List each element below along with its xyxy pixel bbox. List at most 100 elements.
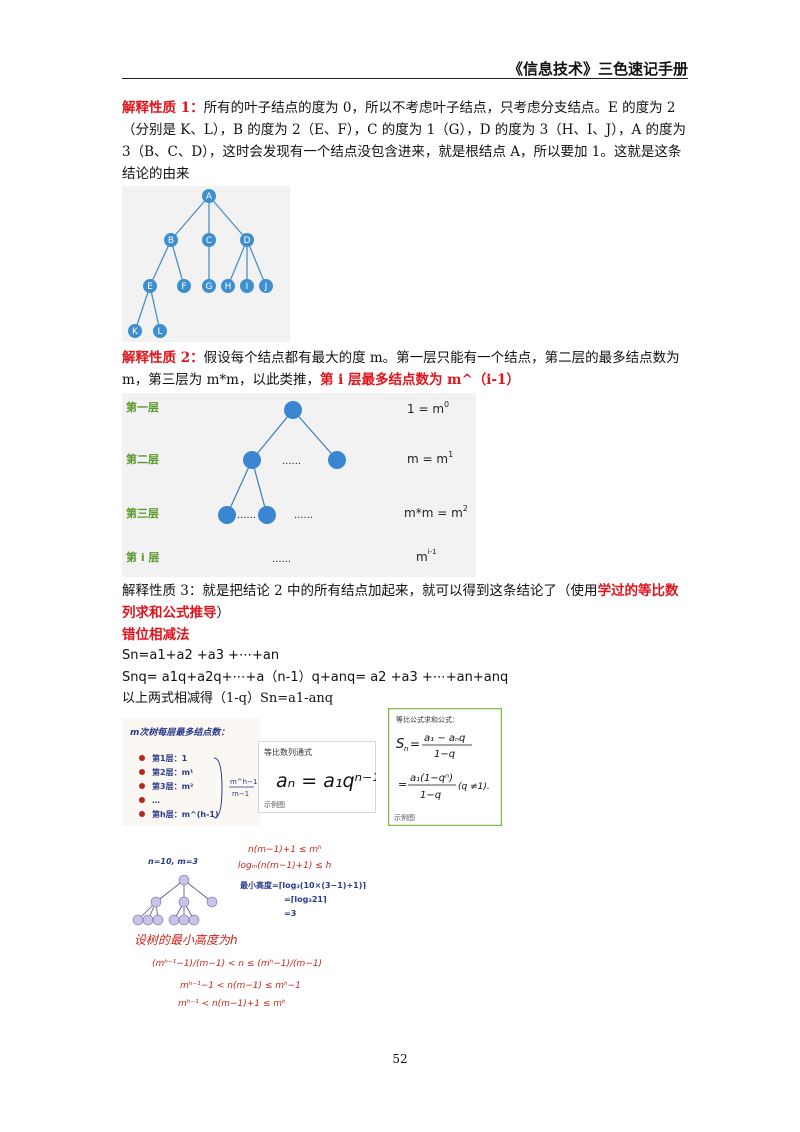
node-e bbox=[143, 279, 157, 293]
level-3-label: 第三层 bbox=[126, 506, 159, 520]
img-b-formula: aₙ = a₁qⁿ⁻¹ bbox=[276, 770, 376, 792]
property-3-text: 解释性质 3：就是把结论 2 中的所有结点加起来，就可以得到这条结论了（使用 bbox=[122, 583, 598, 599]
img-d-min-height: 最小高度=⌈log₃(10×(3−1)+1)⌉ bbox=[240, 880, 366, 890]
level-3-node-left bbox=[218, 506, 236, 524]
img-a-item-1: 第1层：1 bbox=[152, 753, 188, 763]
level-3-node-right bbox=[258, 506, 276, 524]
node-i-label: I bbox=[246, 282, 249, 292]
img-d-hw3: 设树的最小高度为h bbox=[134, 933, 238, 947]
node-f-label: F bbox=[181, 282, 186, 292]
level-2-dots: ...... bbox=[282, 456, 301, 467]
property-2-label: 解释性质 2： bbox=[122, 350, 204, 366]
image-sum-formula: 等比公式求和公式： S n = a₁ − aₙq 1−q = a₁(1−qⁿ) … bbox=[388, 708, 502, 826]
property-3-highlight: 学过的等比数列求和公式推导 bbox=[122, 583, 679, 621]
eq-1: 1 = m bbox=[407, 402, 444, 416]
node-c-label: C bbox=[206, 236, 212, 246]
node-e-label: E bbox=[147, 282, 153, 292]
img-c-caption: 示例图 bbox=[394, 813, 415, 822]
node-c bbox=[202, 233, 216, 247]
node-h-label: H bbox=[225, 282, 232, 292]
img-b-caption: 示例图 bbox=[264, 800, 285, 809]
level-i-dots: ...... bbox=[272, 554, 291, 565]
property-2-text: 假设每个结点都有最大的度 m。第一层只能有一个结点，第二层的最多结点数为 m，第… bbox=[122, 350, 680, 388]
img-a-frac-num: m^h−1 bbox=[230, 778, 257, 786]
eq-3: m*m = m bbox=[404, 506, 463, 520]
method-label: 错位相减法 bbox=[122, 627, 190, 643]
formula-snq: Snq= a1q+a2q+⋯+a（n-1）q+anq= a2 +a3 +⋯+an… bbox=[122, 670, 509, 685]
node-h bbox=[221, 279, 235, 293]
formula-subtract: 以上两式相减得（1-q）Sn=a1-anq bbox=[122, 691, 334, 706]
node-l-label: L bbox=[157, 327, 162, 337]
node-d-label: D bbox=[244, 236, 251, 246]
svg-text:m*m = m2: m*m = m2 bbox=[404, 504, 468, 520]
svg-text:=: = bbox=[410, 737, 420, 751]
svg-text:1 = m0: 1 = m0 bbox=[407, 400, 449, 416]
node-a bbox=[202, 189, 216, 203]
node-b-label: B bbox=[168, 236, 174, 246]
formula-sn: Sn=a1+a2 +a3 +⋯+an bbox=[122, 648, 280, 663]
eq-2: m = m bbox=[407, 452, 448, 466]
tree-1-nodes bbox=[128, 189, 273, 338]
image-handwritten-derivation: n=10, m=3 最小高度=⌈log₃(10×(3−1)+1)⌉ =⌈log₃… bbox=[122, 832, 384, 1014]
header-rule bbox=[122, 78, 688, 79]
img-d-hw6: mʰ⁻¹ < n(m−1)+1 ≤ mʰ bbox=[178, 999, 286, 1009]
property-2-highlight: 第 i 层最多结点数为 m^（i-1） bbox=[319, 372, 520, 388]
paragraph-property-3: 解释性质 3：就是把结论 2 中的所有结点加起来，就可以得到这条结论了（使用学过… bbox=[122, 580, 692, 624]
svg-text:n: n bbox=[404, 745, 408, 753]
node-k-label: K bbox=[132, 327, 139, 337]
level-diagram: 第一层 第二层 第三层 第 i 层 ...... ...... ...... .… bbox=[122, 393, 476, 577]
img-a-item-5: 第h层：m^(h-1) bbox=[152, 809, 219, 819]
level-i-label: 第 i 层 bbox=[126, 550, 159, 564]
img-d-nm: n=10, m=3 bbox=[148, 857, 198, 866]
node-l bbox=[153, 324, 167, 338]
img-a-item-2: 第2层：m¹ bbox=[152, 767, 194, 777]
page-header: 《信息技术》三色速记手册 bbox=[507, 60, 688, 78]
img-d-line2: =⌈log₃21⌉ bbox=[284, 895, 327, 904]
eq-2-sup: 1 bbox=[448, 450, 453, 459]
img-d-hw1: n(m−1)+1 ≤ mʰ bbox=[248, 845, 322, 855]
img-d-hw2: logₘ(n(m−1)+1) ≤ h bbox=[238, 861, 332, 871]
node-f bbox=[177, 279, 191, 293]
svg-text:a₁(1−qⁿ): a₁(1−qⁿ) bbox=[410, 773, 453, 784]
node-g-label: G bbox=[206, 282, 213, 292]
svg-text:S: S bbox=[396, 737, 404, 752]
node-j bbox=[259, 279, 273, 293]
node-j-label: J bbox=[264, 282, 268, 292]
img-d-hw4: (mʰ⁻¹−1)/(m−1) < n ≤ (mʰ−1)/(m−1) bbox=[152, 959, 322, 969]
paragraph-property-1: 解释性质 1：所有的叶子结点的度为 0，所以不考虑叶子结点，只考虑分支结点。E … bbox=[122, 97, 692, 185]
level-1-node bbox=[284, 401, 302, 419]
node-b bbox=[164, 233, 178, 247]
level-2-label: 第二层 bbox=[126, 452, 159, 466]
level-2-node-right bbox=[328, 451, 346, 469]
property-1-text: 所有的叶子结点的度为 0，所以不考虑叶子结点，只考虑分支结点。E 的度为 2（分… bbox=[122, 100, 686, 182]
paragraph-property-2: 解释性质 2：假设每个结点都有最大的度 m。第一层只能有一个结点，第二层的最多结… bbox=[122, 347, 692, 391]
node-g bbox=[202, 279, 216, 293]
svg-text:(q ≠1).: (q ≠1). bbox=[458, 782, 490, 792]
level-3-dots: ...... bbox=[294, 510, 313, 521]
page-number: 52 bbox=[392, 1052, 408, 1066]
img-c-title: 等比公式求和公式： bbox=[396, 715, 459, 724]
property-3-end: ） bbox=[216, 605, 231, 621]
image-level-counts: m次树每层最多结点数： 第1层：1 第2层：m¹ 第3层：m² … 第h层：m^… bbox=[122, 718, 260, 826]
node-a-label: A bbox=[206, 192, 213, 202]
level-1-label: 第一层 bbox=[126, 400, 159, 414]
img-a-item-4: … bbox=[152, 796, 160, 805]
img-d-line3: =3 bbox=[284, 909, 296, 918]
svg-text:m = m1: m = m1 bbox=[407, 450, 453, 466]
img-d-hw5: mʰ⁻¹−1 < n(m−1) ≤ mʰ−1 bbox=[180, 981, 301, 991]
svg-text:1−q: 1−q bbox=[434, 749, 455, 760]
img-a-frac-den: m−1 bbox=[232, 790, 249, 798]
img-a-item-3: 第3层：m² bbox=[152, 781, 194, 791]
img-b-title: 等比数列通式 bbox=[264, 747, 312, 757]
img-a-title: m次树每层最多结点数： bbox=[130, 727, 229, 738]
svg-text:1−q: 1−q bbox=[420, 790, 441, 801]
svg-text:=: = bbox=[398, 778, 407, 791]
eq-4-sup: i-1 bbox=[428, 548, 437, 556]
image-general-term: 等比数列通式 aₙ = a₁qⁿ⁻¹ 示例图 bbox=[258, 741, 376, 813]
node-d bbox=[240, 233, 254, 247]
eq-1-sup: 0 bbox=[444, 400, 449, 409]
level-2-node-left bbox=[243, 451, 261, 469]
eq-3-sup: 2 bbox=[463, 504, 468, 513]
node-k bbox=[128, 324, 142, 338]
eq-4: m bbox=[416, 550, 428, 564]
